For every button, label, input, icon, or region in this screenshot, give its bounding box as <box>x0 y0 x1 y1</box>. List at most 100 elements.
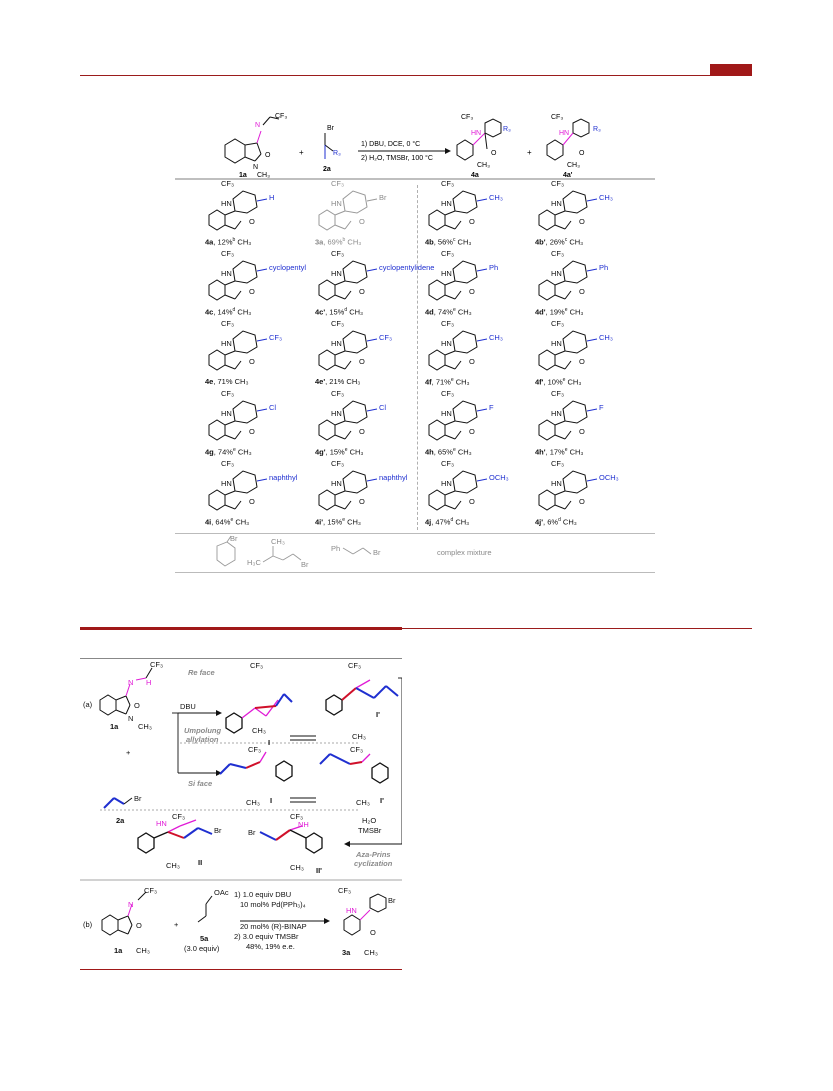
structure-drawing <box>428 260 488 301</box>
structure-drawing <box>428 190 488 231</box>
scheme-dbu: DBU <box>180 702 196 711</box>
carbonyl-o-label: O <box>579 427 585 436</box>
structure-drawing <box>428 400 488 441</box>
product-4a-label: 4a <box>471 172 479 179</box>
cf3-label: CF₃ <box>551 319 565 328</box>
scheme-Ipsi-cf3: CF₃ <box>350 745 364 754</box>
structure-drawing <box>318 400 378 441</box>
product-IIp-label: II' <box>316 866 322 875</box>
compound-yield-label: 4g', 15%e CH₃ <box>315 447 364 457</box>
product-cf3: CF₃ <box>461 114 473 121</box>
reactant-1a-label: 1a <box>239 172 247 179</box>
failed-br-1: Br <box>230 534 238 543</box>
substituent-label: Br <box>379 193 387 202</box>
substituent-label: Ph <box>599 263 609 272</box>
b-oac: OAc <box>214 888 229 897</box>
failed-ph: Ph <box>331 544 341 553</box>
structure-drawing <box>318 260 378 301</box>
mechanism-scheme: (a) 1a CH₃ CF₃ N H O N + Br 2a DBU Re fa… <box>80 658 402 970</box>
structure-drawing <box>208 190 268 231</box>
failed-substrates <box>216 535 372 567</box>
failed-h3c: H₃C <box>247 558 261 567</box>
b-3a-ch3: CH₃ <box>364 948 378 957</box>
structure-drawing <box>538 330 598 371</box>
part-b-label: (b) <box>83 920 93 929</box>
scheme-1a-h: H <box>146 678 152 687</box>
scheme-IIp-br: Br <box>248 828 256 837</box>
b-cond-2: 10 mol% Pd(PPh₃)₄ <box>240 900 306 909</box>
compound-yield-label: 4i, 64%e CH₃ <box>205 517 250 527</box>
product-4a <box>456 118 502 161</box>
failed-ch3: CH₃ <box>271 537 285 546</box>
n-label: N <box>255 122 260 129</box>
hn-label: HN <box>331 409 342 418</box>
scheme-Isi-ch3: CH₃ <box>246 798 260 807</box>
structure-drawing <box>208 470 268 511</box>
cf3-label: CF₃ <box>275 113 287 120</box>
hn-label: HN <box>331 339 342 348</box>
product-4a-prime <box>546 118 590 161</box>
carbonyl-o-label: O <box>469 217 475 226</box>
substituent-label: H <box>269 193 275 202</box>
substituent-label: cyclopentyl <box>269 263 307 272</box>
b-o: O <box>136 921 142 930</box>
hn-label: HN <box>221 339 232 348</box>
structure-drawing <box>538 470 598 511</box>
substituent-label: F <box>489 403 494 412</box>
substituent-label: CH₃ <box>599 333 613 342</box>
hn-label: HN <box>551 269 562 278</box>
cf3-label: CF₃ <box>221 459 235 468</box>
section-rule-thick <box>80 627 402 630</box>
carbonyl-o-label: O <box>469 497 475 506</box>
substituent-label: CF₃ <box>379 333 393 342</box>
scheme-1a-o: O <box>134 701 140 710</box>
structure-drawing <box>208 400 268 441</box>
n-methyl: N <box>253 164 258 171</box>
scheme-IIp-ch3: CH₃ <box>290 863 304 872</box>
scheme-1a-label: 1a <box>110 722 119 731</box>
substituent-label: OCH₃ <box>599 473 619 482</box>
failed-br-3: Br <box>373 548 381 557</box>
b-1a-label: 1a <box>114 946 123 955</box>
r3-label: R₃ <box>333 150 341 157</box>
product-r3: R₃ <box>503 126 511 133</box>
hn-label: HN <box>221 409 232 418</box>
cf3-label: CF₃ <box>551 249 565 258</box>
compound-yield-label: 4e', 21% CH₃ <box>315 377 361 386</box>
intermediate-I-re: I <box>268 738 271 747</box>
scheme-1a-cf3: CF₃ <box>150 660 164 669</box>
structure-drawing <box>538 260 598 301</box>
carbonyl-o-label: O <box>359 357 365 366</box>
compound-yield-label: 4a, 12%b CH₃ <box>205 237 252 247</box>
scheme-IIp-cf3: CF₃ <box>290 812 304 821</box>
cf3-label: CF₃ <box>551 389 565 398</box>
compound-yield-label: 4h', 17%e CH₃ <box>535 447 584 457</box>
carbonyl-o-label: O <box>469 427 475 436</box>
hn-label: HN <box>331 269 342 278</box>
header-rule <box>80 75 752 76</box>
allylation-label: allylation <box>186 735 219 744</box>
cf3-label: CF₃ <box>441 459 455 468</box>
compound-yield-label: 4f, 71%e CH₃ <box>425 377 470 387</box>
compound-yield-label: 4b', 26%c CH₃ <box>535 237 584 247</box>
compound-4e-prime: CF₃ HN O CF₃ 4e', 21% CH₃ <box>315 319 423 389</box>
conditions-line-2: 2) H₂O, TMSBr, 100 °C <box>361 154 433 162</box>
intermediate-Ip-re: I' <box>376 710 380 719</box>
hn-label: HN <box>441 479 452 488</box>
reactant-2a-label: 2a <box>323 166 331 173</box>
product2-hn: HN <box>559 130 569 137</box>
cf3-label: CF₃ <box>331 319 345 328</box>
structure-drawing <box>538 400 598 441</box>
compound-yield-label: 4b, 56%c CH₃ <box>425 237 472 247</box>
hn-label: HN <box>221 479 232 488</box>
carbonyl-o-label: O <box>249 217 255 226</box>
